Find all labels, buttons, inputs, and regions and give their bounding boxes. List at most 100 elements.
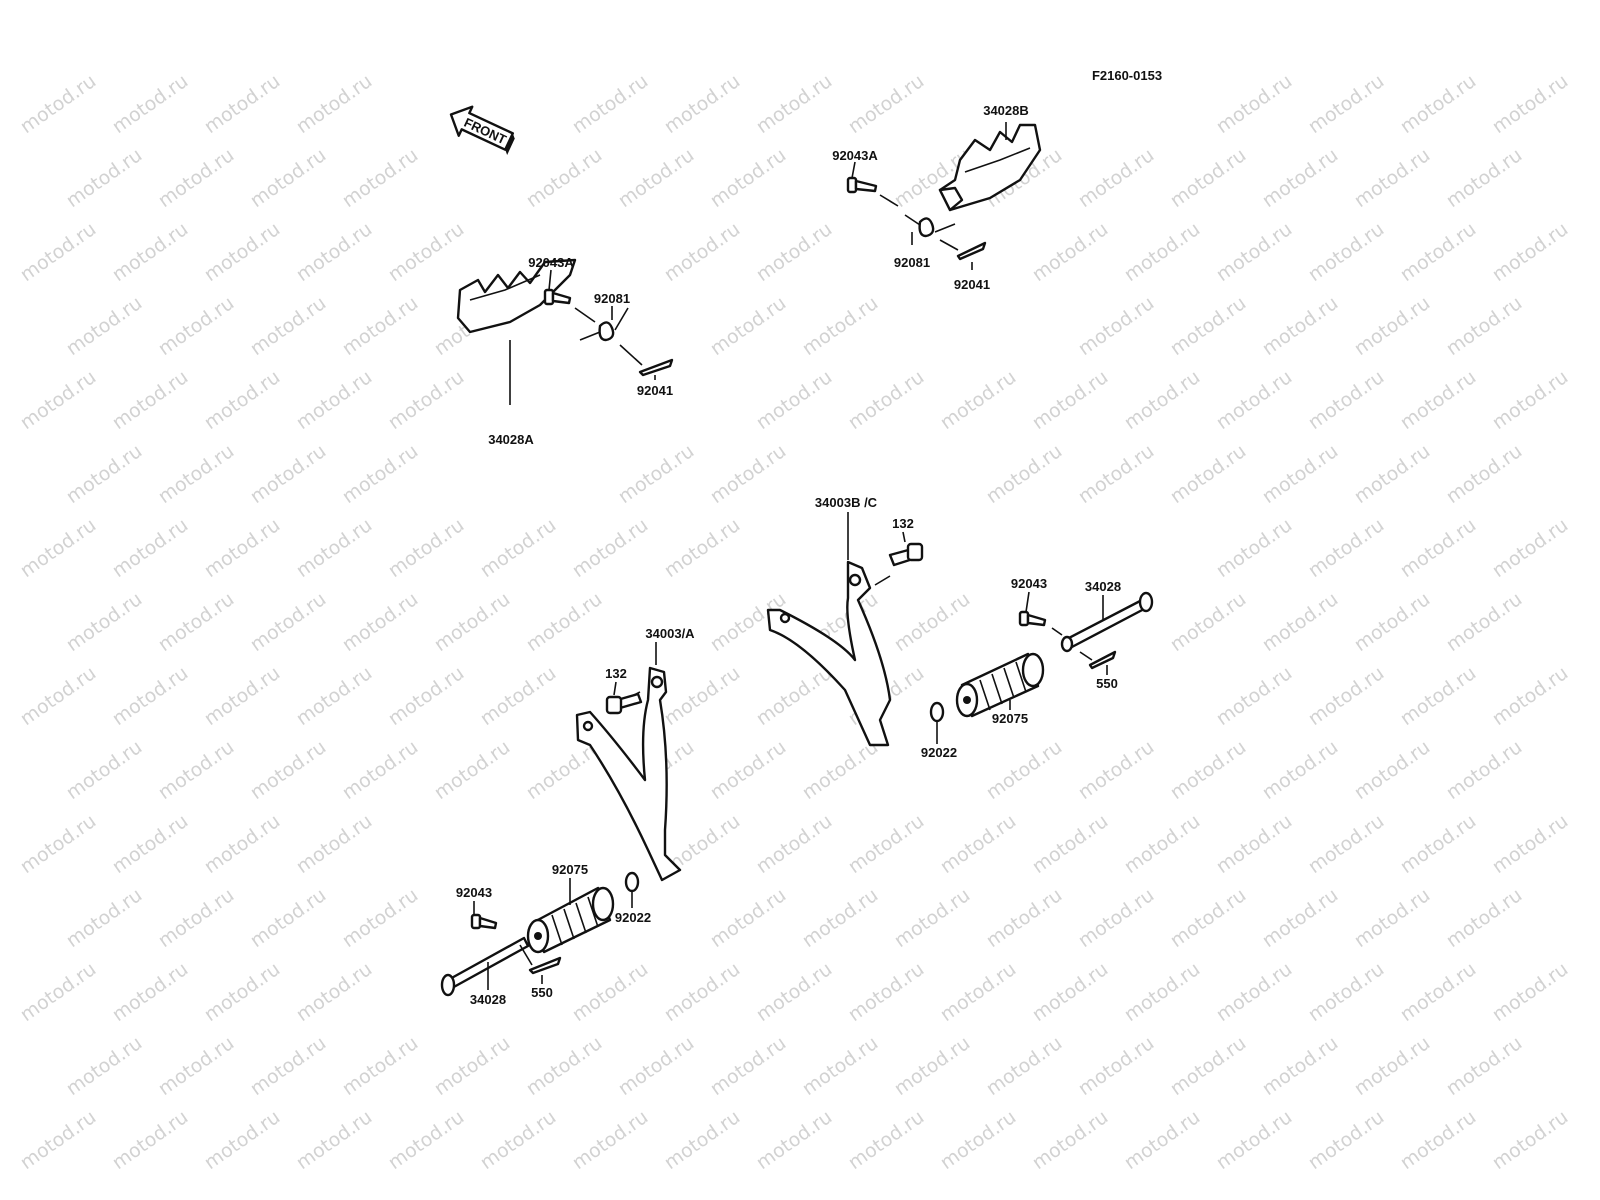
watermark-text: motod.ru — [1488, 70, 1572, 138]
watermark-text: motod.ru — [1212, 662, 1296, 730]
watermark-text: motod.ru — [706, 884, 790, 952]
watermark-text: motod.ru — [1304, 70, 1388, 138]
watermark-text: motod.ru — [62, 144, 146, 212]
watermark-text: motod.ru — [936, 1106, 1020, 1174]
front-arrow-icon: FRONT — [449, 105, 515, 155]
watermark-text: motod.ru — [660, 218, 744, 286]
watermark-text: motod.ru — [384, 514, 468, 582]
watermark-text: motod.ru — [1396, 1106, 1480, 1174]
part-label: 92043A — [528, 255, 574, 270]
watermark-text: motod.ru — [1258, 144, 1342, 212]
watermark-text: motod.ru — [338, 736, 422, 804]
watermark-text: motod.ru — [1212, 1106, 1296, 1174]
watermark-text: motod.ru — [752, 958, 836, 1026]
watermark-text: motod.ru — [522, 144, 606, 212]
watermark-text: motod.ru — [430, 1032, 514, 1100]
watermark-text: motod.ru — [844, 1106, 928, 1174]
watermark-text: motod.ru — [200, 70, 284, 138]
part-label: 92075 — [992, 711, 1028, 726]
watermark-text: motod.ru — [16, 366, 100, 434]
watermark-text: motod.ru — [1304, 810, 1388, 878]
watermark-text: motod.ru — [292, 70, 376, 138]
watermark-text: motod.ru — [1074, 884, 1158, 952]
part-label: 34028 — [1085, 579, 1121, 594]
watermark-text: motod.ru — [1304, 218, 1388, 286]
watermark-text: motod.ru — [1074, 292, 1158, 360]
watermark-text: motod.ru — [1442, 292, 1526, 360]
watermark-text: motod.ru — [1258, 292, 1342, 360]
watermark-text: motod.ru — [1166, 440, 1250, 508]
watermark-text: motod.ru — [1212, 514, 1296, 582]
watermark-text: motod.ru — [200, 810, 284, 878]
watermark-text: motod.ru — [1166, 736, 1250, 804]
watermark-text: motod.ru — [246, 884, 330, 952]
watermark-text: motod.ru — [246, 588, 330, 656]
watermark-text: motod.ru — [706, 1032, 790, 1100]
watermark-text: motod.ru — [154, 588, 238, 656]
watermark-text: motod.ru — [844, 810, 928, 878]
watermark-text: motod.ru — [844, 366, 928, 434]
watermark-text: motod.ru — [200, 366, 284, 434]
bolt-132-left — [605, 681, 643, 715]
watermark-text: motod.ru — [798, 292, 882, 360]
watermark-text: motod.ru — [62, 884, 146, 952]
watermark-text: motod.ru — [154, 440, 238, 508]
watermark-text: motod.ru — [1028, 366, 1112, 434]
bracket-34003bc — [766, 512, 892, 747]
watermark-text: motod.ru — [1396, 218, 1480, 286]
watermark-text: motod.ru — [1350, 588, 1434, 656]
watermark-text: motod.ru — [1074, 144, 1158, 212]
washer-92022-right — [929, 701, 945, 744]
watermark-text: motod.ru — [338, 884, 422, 952]
watermark-text: motod.ru — [614, 1032, 698, 1100]
watermark-text: motod.ru — [1258, 440, 1342, 508]
watermark-text: motod.ru — [292, 366, 376, 434]
watermark-text: motod.ru — [246, 736, 330, 804]
watermark-text: motod.ru — [338, 292, 422, 360]
watermark-text: motod.ru — [752, 810, 836, 878]
watermark-text: motod.ru — [1488, 366, 1572, 434]
watermark-text: motod.ru — [292, 218, 376, 286]
watermark-text: motod.ru — [1396, 514, 1480, 582]
watermark-text: motod.ru — [292, 958, 376, 1026]
watermark-text: motod.ru — [1258, 1032, 1342, 1100]
part-label: 550 — [531, 985, 553, 1000]
watermark-text: motod.ru — [752, 218, 836, 286]
bolt-132-right — [888, 531, 924, 567]
part-label: 132 — [605, 666, 627, 681]
watermark-text: motod.ru — [292, 810, 376, 878]
watermark-text: motod.ru — [200, 514, 284, 582]
watermark-text: motod.ru — [752, 70, 836, 138]
part-label: 34003B /C — [815, 495, 878, 510]
watermark-text: motod.ru — [62, 1032, 146, 1100]
part-label: 92022 — [615, 910, 651, 925]
watermark-text: motod.ru — [108, 218, 192, 286]
watermark-text: motod.ru — [522, 1032, 606, 1100]
watermark-text: motod.ru — [1442, 884, 1526, 952]
watermark-text: motod.ru — [568, 70, 652, 138]
watermark-text: motod.ru — [1396, 958, 1480, 1026]
watermark-text: motod.ru — [1028, 810, 1112, 878]
watermark-text: motod.ru — [798, 736, 882, 804]
watermark-text: motod.ru — [660, 958, 744, 1026]
watermark-text: motod.ru — [1028, 218, 1112, 286]
watermark-text: motod.ru — [752, 1106, 836, 1174]
watermark-text: motod.ru — [1166, 1032, 1250, 1100]
watermark-text: motod.ru — [936, 958, 1020, 1026]
watermark-text: motod.ru — [154, 1032, 238, 1100]
spring-92081-top — [904, 214, 956, 245]
watermark-text: motod.ru — [1442, 144, 1526, 212]
watermark-text: motod.ru — [1396, 810, 1480, 878]
watermark-text: motod.ru — [1488, 218, 1572, 286]
watermark-text: motod.ru — [1488, 514, 1572, 582]
watermark-text: motod.ru — [798, 884, 882, 952]
watermark-text: motod.ru — [568, 514, 652, 582]
watermark-text: motod.ru — [1396, 662, 1480, 730]
watermark-text: motod.ru — [706, 440, 790, 508]
part-label: 550 — [1096, 676, 1118, 691]
watermark-text: motod.ru — [890, 884, 974, 952]
watermark-text: motod.ru — [246, 1032, 330, 1100]
part-label: 92081 — [594, 291, 630, 306]
watermark-text: motod.ru — [752, 366, 836, 434]
bolt-92043a-left — [543, 269, 596, 323]
